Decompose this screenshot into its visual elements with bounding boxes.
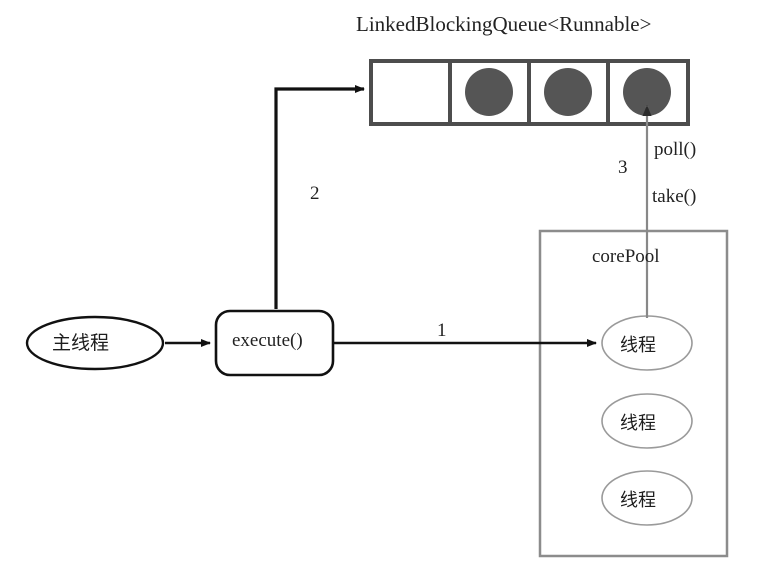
- main-thread-ellipse: [25, 315, 165, 371]
- edge-label-3: 3: [618, 157, 628, 178]
- thread-ellipse: [601, 393, 693, 449]
- queue-task-circle: [465, 68, 513, 116]
- thread-label: 线程: [620, 490, 656, 511]
- thread-label: 线程: [620, 413, 656, 434]
- execute-label: execute(): [232, 330, 303, 351]
- corepool-label: corePool: [592, 246, 660, 267]
- take-method-label: take(): [652, 186, 697, 207]
- queue-title: LinkedBlockingQueue<Runnable>: [356, 12, 652, 36]
- queue-task-circle: [623, 68, 671, 116]
- poll-method-label: poll(): [654, 139, 697, 160]
- thread-ellipse: [601, 470, 693, 526]
- arrow-2-execute-to-queue: [274, 85, 365, 309]
- main-thread-label: 主线程: [52, 332, 110, 354]
- queue-box: [369, 59, 690, 126]
- edge-label-2: 2: [310, 183, 320, 204]
- thread-label: 线程: [620, 335, 656, 356]
- corepool-box: [538, 229, 729, 558]
- edge-label-1: 1: [437, 320, 447, 341]
- queue-task-circle: [544, 68, 592, 116]
